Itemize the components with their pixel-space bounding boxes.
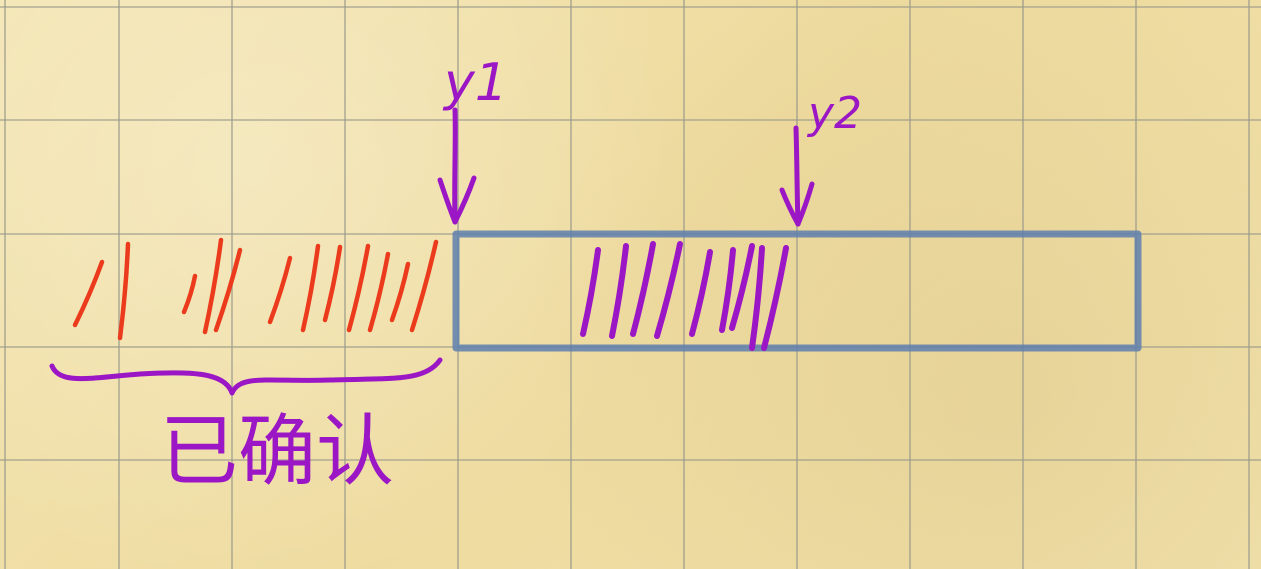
confirmed-hatch-marks	[72, 237, 439, 341]
pointer-1-arrow-icon	[437, 107, 477, 225]
window-hatch-stroke	[719, 247, 736, 333]
pointer-2-label: y2	[806, 88, 862, 139]
window-hatch-stroke	[630, 241, 656, 337]
confirmed-hatch-stroke	[346, 243, 371, 333]
confirmed-hatch-stroke	[300, 243, 321, 333]
confirmed-brace	[49, 357, 443, 396]
confirmed-hatch-stroke	[267, 255, 293, 325]
pointer-2-arrow-icon	[779, 125, 815, 227]
confirmed-hatch-stroke	[181, 273, 198, 315]
confirmed-hatch-stroke	[389, 261, 411, 323]
confirmed-label: 已确认	[160, 407, 394, 497]
window-hatch-marks	[580, 241, 789, 351]
confirmed-hatch-stroke	[213, 247, 243, 333]
window-hatch-stroke	[689, 249, 713, 337]
window-hatch-stroke	[580, 247, 601, 337]
confirmed-hatch-stroke	[117, 241, 131, 341]
pointer-1-label: y1	[442, 53, 508, 113]
confirmed-hatch-stroke	[409, 239, 439, 333]
window-hatch-stroke	[654, 241, 683, 339]
window-hatch-stroke	[609, 243, 629, 339]
unconfirmed-window-box	[452, 230, 1142, 352]
window-hatch-stroke	[749, 245, 765, 351]
window-hatch-stroke	[761, 245, 789, 351]
confirmed-hatch-stroke	[72, 259, 105, 328]
confirmed-hatch-stroke	[367, 251, 391, 333]
window-hatch-stroke	[729, 243, 755, 331]
confirmed-hatch-stroke	[202, 237, 224, 335]
confirmed-hatch-stroke	[322, 244, 343, 323]
